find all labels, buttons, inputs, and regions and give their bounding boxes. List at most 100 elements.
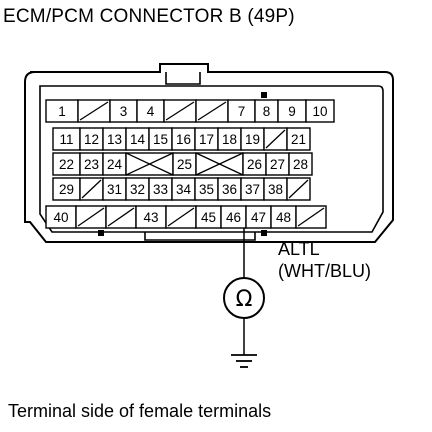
pin-number: 29 — [59, 182, 74, 197]
pin-number: 9 — [288, 104, 296, 119]
pin-cell: 14 — [125, 127, 150, 151]
pin-cell: 17 — [194, 127, 219, 151]
pin-cell: 48 — [270, 205, 297, 229]
pin-marker-bottom-right — [261, 230, 267, 236]
pin-number: 32 — [130, 182, 145, 197]
unused-pin-slash — [297, 207, 325, 227]
diagram-caption: Terminal side of female terminals — [8, 401, 272, 421]
pin-cell: 35 — [194, 177, 219, 201]
pin-cell — [75, 205, 107, 229]
pin-cell: 13 — [102, 127, 127, 151]
pin-number: 27 — [270, 157, 285, 172]
pin-number: 40 — [53, 210, 68, 225]
pin-number: 45 — [201, 210, 216, 225]
pin-cell: 34 — [171, 177, 196, 201]
pin-cell: 36 — [217, 177, 242, 201]
pin-number: 4 — [147, 104, 155, 119]
pin-number: 28 — [293, 157, 308, 172]
pin-cell — [105, 205, 137, 229]
pin-cell — [125, 152, 174, 176]
pin-number: 11 — [59, 132, 73, 147]
pin-cell — [195, 99, 229, 123]
pin-cell: 21 — [286, 127, 311, 151]
pin-number: 18 — [222, 132, 237, 147]
pin-cell: 24 — [102, 152, 127, 176]
connector-latch-inner — [165, 72, 201, 85]
pin-cell: 45 — [195, 205, 222, 229]
pin-cell: 25 — [172, 152, 197, 176]
pin-cell: 8 — [254, 99, 279, 123]
pin-cell: 27 — [265, 152, 290, 176]
pin-number: 22 — [59, 157, 74, 172]
pin-number: 25 — [177, 157, 192, 172]
pin-cell — [165, 205, 197, 229]
wire-color: (WHT/BLU) — [278, 261, 371, 281]
pin-cell: 3 — [109, 99, 138, 123]
unused-pin-slash — [81, 179, 102, 199]
pin-cell: 19 — [240, 127, 265, 151]
pin-cell — [163, 99, 197, 123]
pin-cell: 22 — [52, 152, 81, 176]
pin-number: 16 — [176, 132, 191, 147]
pin-cell — [77, 99, 111, 123]
pin-number: 33 — [153, 182, 168, 197]
pin-cell — [195, 152, 244, 176]
pin-number: 13 — [107, 132, 122, 147]
pin-cell: 9 — [277, 99, 307, 123]
diagram-title: ECM/PCM CONNECTOR B (49P) — [3, 6, 295, 27]
pin-number: 10 — [312, 104, 327, 119]
blocked-cavity-line — [125, 152, 174, 176]
unused-pin-slash — [288, 179, 309, 199]
pin-cell: 40 — [45, 205, 77, 229]
unused-pin-slash — [79, 101, 109, 121]
unused-pin-slash — [197, 101, 227, 121]
pin-cell: 46 — [220, 205, 247, 229]
pin-cell: 18 — [217, 127, 242, 151]
ground-icon — [231, 354, 257, 368]
pin-cell: 10 — [305, 99, 335, 123]
pin-number: 23 — [84, 157, 99, 172]
pin-number: 47 — [251, 210, 266, 225]
unused-pin-slash — [77, 207, 105, 227]
pin-cell: 15 — [148, 127, 173, 151]
unused-pin-slash — [167, 207, 195, 227]
connector-housing-outer — [24, 63, 394, 243]
pin-number: 34 — [176, 182, 192, 197]
pin-cell — [79, 177, 104, 201]
pin-number: 35 — [199, 182, 214, 197]
pin-marker-top — [261, 92, 267, 98]
pin-cell: 12 — [79, 127, 104, 151]
pin-marker-bottom-left — [98, 230, 104, 236]
pin-box — [288, 152, 313, 176]
pin-number: 31 — [107, 182, 122, 197]
pin-number: 3 — [120, 104, 128, 119]
connector-bottom-tab — [144, 232, 256, 241]
pin-cell: 26 — [242, 152, 267, 176]
pin-cell: 28 — [288, 152, 313, 176]
pin-cell: 11 — [52, 127, 81, 151]
pin-cell: 16 — [171, 127, 196, 151]
pin-number: 24 — [107, 157, 123, 172]
pin-cell: 47 — [245, 205, 272, 229]
blocked-cavity-line — [195, 152, 244, 176]
pin-cell: 43 — [135, 205, 167, 229]
pin-cell: 31 — [102, 177, 127, 201]
pin-cell: 4 — [136, 99, 165, 123]
pin-number: 21 — [291, 132, 306, 147]
pin-cell: 38 — [263, 177, 288, 201]
pin-number: 43 — [143, 210, 158, 225]
pin-cell: 29 — [52, 177, 81, 201]
ohm-symbol: Ω — [236, 287, 253, 312]
pin-number: 48 — [276, 210, 291, 225]
pin-number: 37 — [245, 182, 260, 197]
pin-cell: 1 — [45, 99, 79, 123]
pin-cell — [295, 205, 327, 229]
pin-number: 36 — [222, 182, 237, 197]
pin-box — [286, 127, 311, 151]
pin-box — [305, 99, 335, 123]
unused-pin-slash — [107, 207, 135, 227]
unused-pin-slash — [265, 129, 286, 149]
pin-number: 17 — [199, 132, 214, 147]
pin-cell: 37 — [240, 177, 265, 201]
